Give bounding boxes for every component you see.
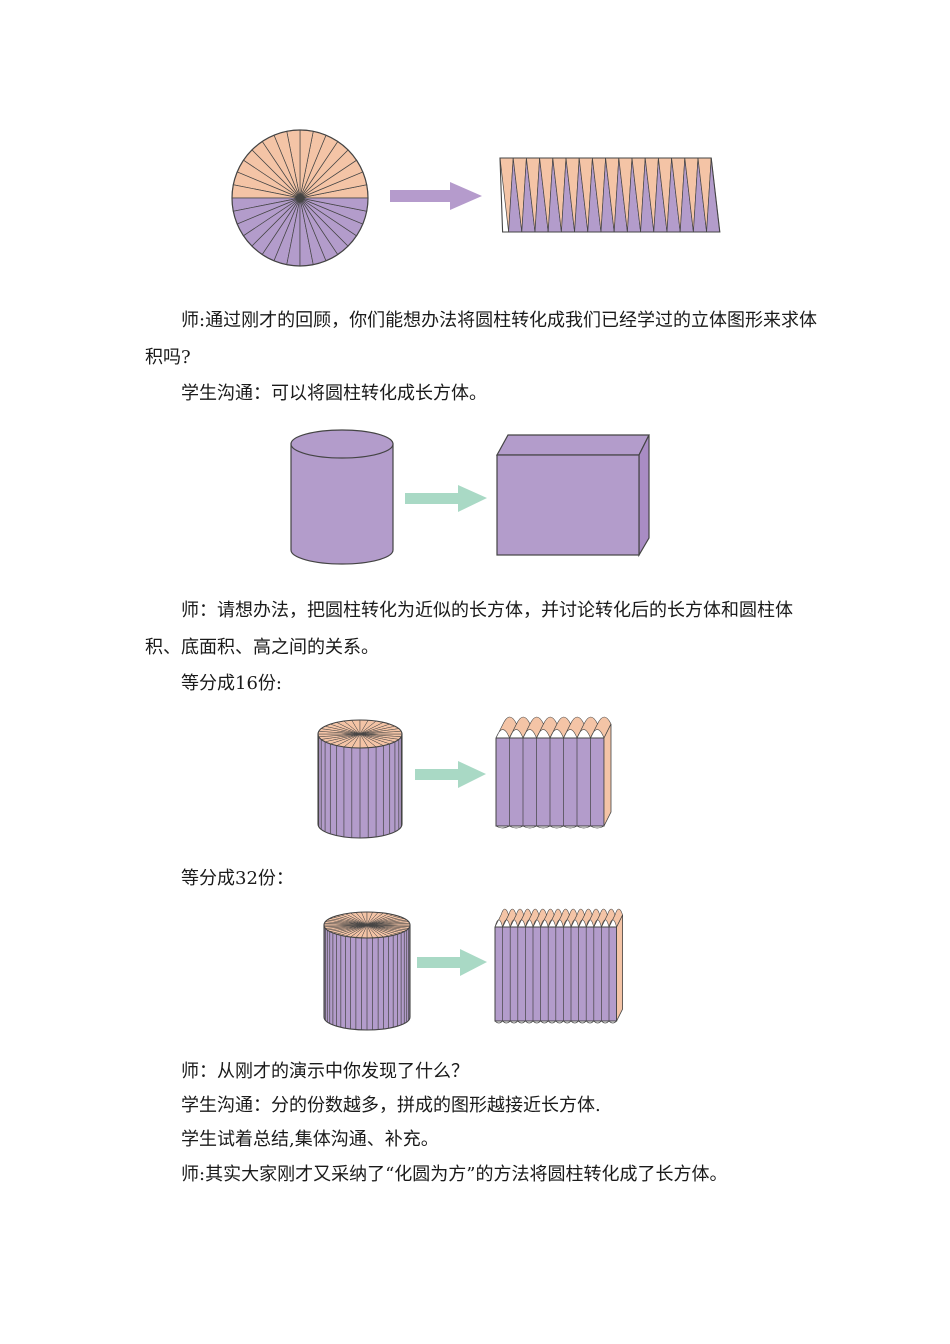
figure-16-parts (317, 716, 612, 839)
figure-32-parts (323, 908, 624, 1031)
cuboid-side-face (603, 723, 612, 827)
cuboid-icon (495, 434, 650, 558)
cylinder-32-parts-icon (323, 911, 411, 1031)
green-arrow-icon (405, 485, 487, 512)
cuboid-side-face (616, 914, 624, 1022)
cylinder-icon (290, 429, 394, 565)
student-answer-2: 学生沟通：分的份数越多，拼成的图形越接近长方体. (181, 1095, 601, 1116)
slice-top (495, 716, 517, 739)
student-summary: 学生试着总结,集体沟通、补充。 (181, 1129, 439, 1150)
approx-cuboid-16-icon (495, 716, 612, 829)
teacher-conclusion: 师:其实大家刚才又采纳了“化圆为方”的方法将圆柱转化成了长方体。 (181, 1164, 728, 1185)
parallelogram-sectors-icon (499, 157, 721, 233)
figure-cylinder-to-cuboid (290, 429, 650, 565)
purple-arrow-icon (390, 182, 482, 210)
label-16-parts: 等分成16份: (181, 673, 282, 694)
green-arrow-icon (415, 761, 486, 788)
circle-sectors-icon (231, 129, 369, 267)
label-32-parts: 等分成32份： (181, 868, 294, 889)
green-arrow-icon (417, 949, 487, 976)
teacher-question-1: 师:通过刚才的回顾，你们能想办法将圆柱转化成我们已经学过的立体图形来求体积吗? (145, 310, 818, 368)
figure-circle-to-rectangle (231, 129, 721, 267)
cylinder-16-parts-icon (317, 719, 403, 839)
slice-top (494, 908, 509, 928)
student-answer-1: 学生沟通：可以将圆柱转化成长方体。 (181, 383, 487, 404)
approx-cuboid-32-icon (494, 908, 624, 1024)
teacher-question-2: 师：请想办法，把圆柱转化为近似的长方体，并讨论转化后的长方体和圆柱体积、底面积、… (145, 600, 793, 658)
teacher-question-3: 师：从刚才的演示中你发现了什么？ (181, 1061, 469, 1082)
